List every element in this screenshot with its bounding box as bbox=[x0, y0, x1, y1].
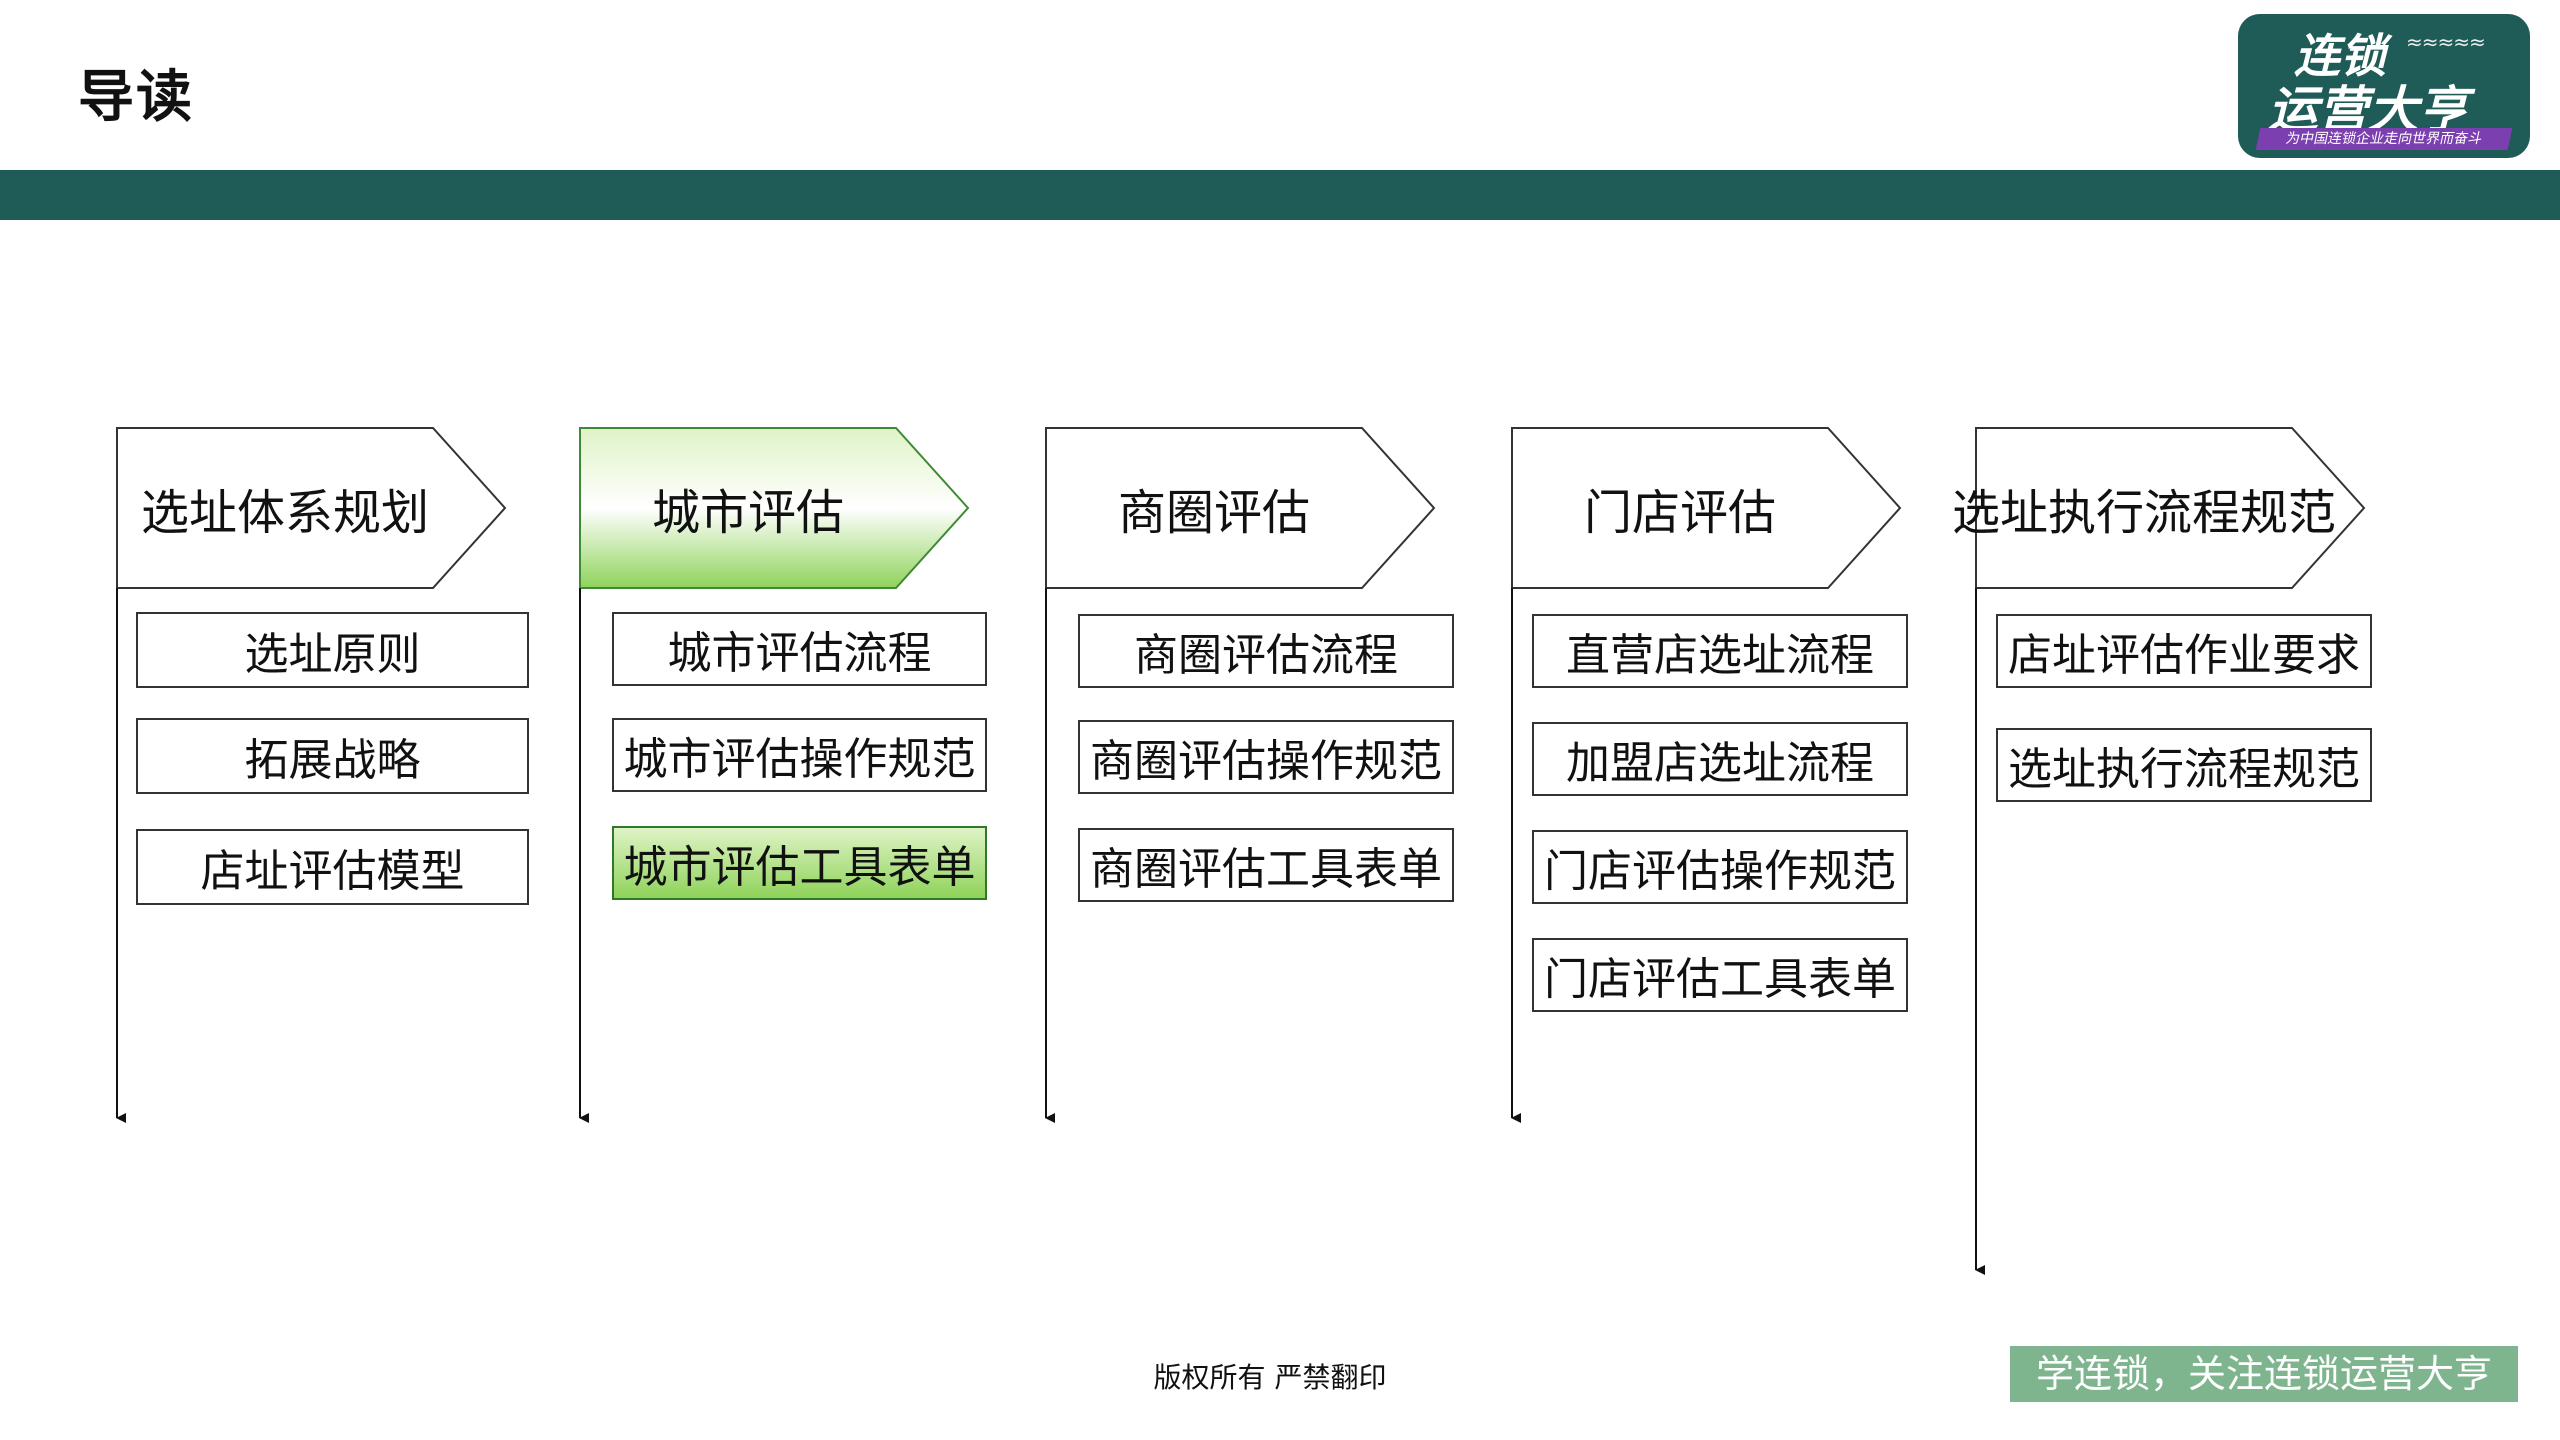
stage-item-box: 城市评估流程 bbox=[612, 612, 987, 686]
stage-header-arrow bbox=[116, 427, 507, 589]
stage-item-box: 加盟店选址流程 bbox=[1532, 722, 1908, 796]
stage-header-arrow bbox=[1975, 427, 2366, 589]
stage-item-box: 选址原则 bbox=[136, 612, 529, 688]
stage-item-box: 拓展战略 bbox=[136, 718, 529, 794]
brand-logo: 连锁 ≈≈≈≈≈ 运营大亨 为中国连锁企业走向世界而奋斗 bbox=[2238, 14, 2530, 158]
header-band bbox=[0, 170, 2560, 220]
footer-slogan: 学连锁，关注连锁运营大亨 bbox=[2010, 1346, 2518, 1402]
stage-item-box: 选址执行流程规范 bbox=[1996, 728, 2372, 802]
logo-line1: 连锁 bbox=[2294, 29, 2386, 83]
stage-item-box: 直营店选址流程 bbox=[1532, 614, 1908, 688]
stage-header-arrow bbox=[579, 427, 970, 589]
footer-copyright: 版权所有 严禁翻印 bbox=[1153, 1361, 1387, 1394]
stage-title: 城市评估 bbox=[651, 485, 844, 541]
stage-header-arrow bbox=[1511, 427, 1902, 589]
stage-title: 门店评估 bbox=[1583, 485, 1776, 541]
wave-icon: ≈≈≈≈≈ bbox=[2406, 30, 2486, 54]
stage-item-box: 商圈评估工具表单 bbox=[1078, 828, 1454, 902]
stage-item-box: 城市评估工具表单 bbox=[612, 826, 987, 900]
stage-header-arrow bbox=[1045, 427, 1436, 589]
stage-title: 商圈评估 bbox=[1117, 485, 1310, 541]
stage-item-box: 商圈评估操作规范 bbox=[1078, 720, 1454, 794]
stage-item-box: 商圈评估流程 bbox=[1078, 614, 1454, 688]
stage-title: 选址执行流程规范 bbox=[1952, 485, 2337, 541]
page-title: 导读 bbox=[78, 65, 194, 130]
stage-item-box: 店址评估作业要求 bbox=[1996, 614, 2372, 688]
stage-item-box: 城市评估操作规范 bbox=[612, 718, 987, 792]
stage-item-box: 门店评估工具表单 bbox=[1532, 938, 1908, 1012]
stage-title: 选址体系规划 bbox=[140, 485, 429, 541]
stage-item-box: 店址评估模型 bbox=[136, 829, 529, 905]
stage-item-box: 门店评估操作规范 bbox=[1532, 830, 1908, 904]
